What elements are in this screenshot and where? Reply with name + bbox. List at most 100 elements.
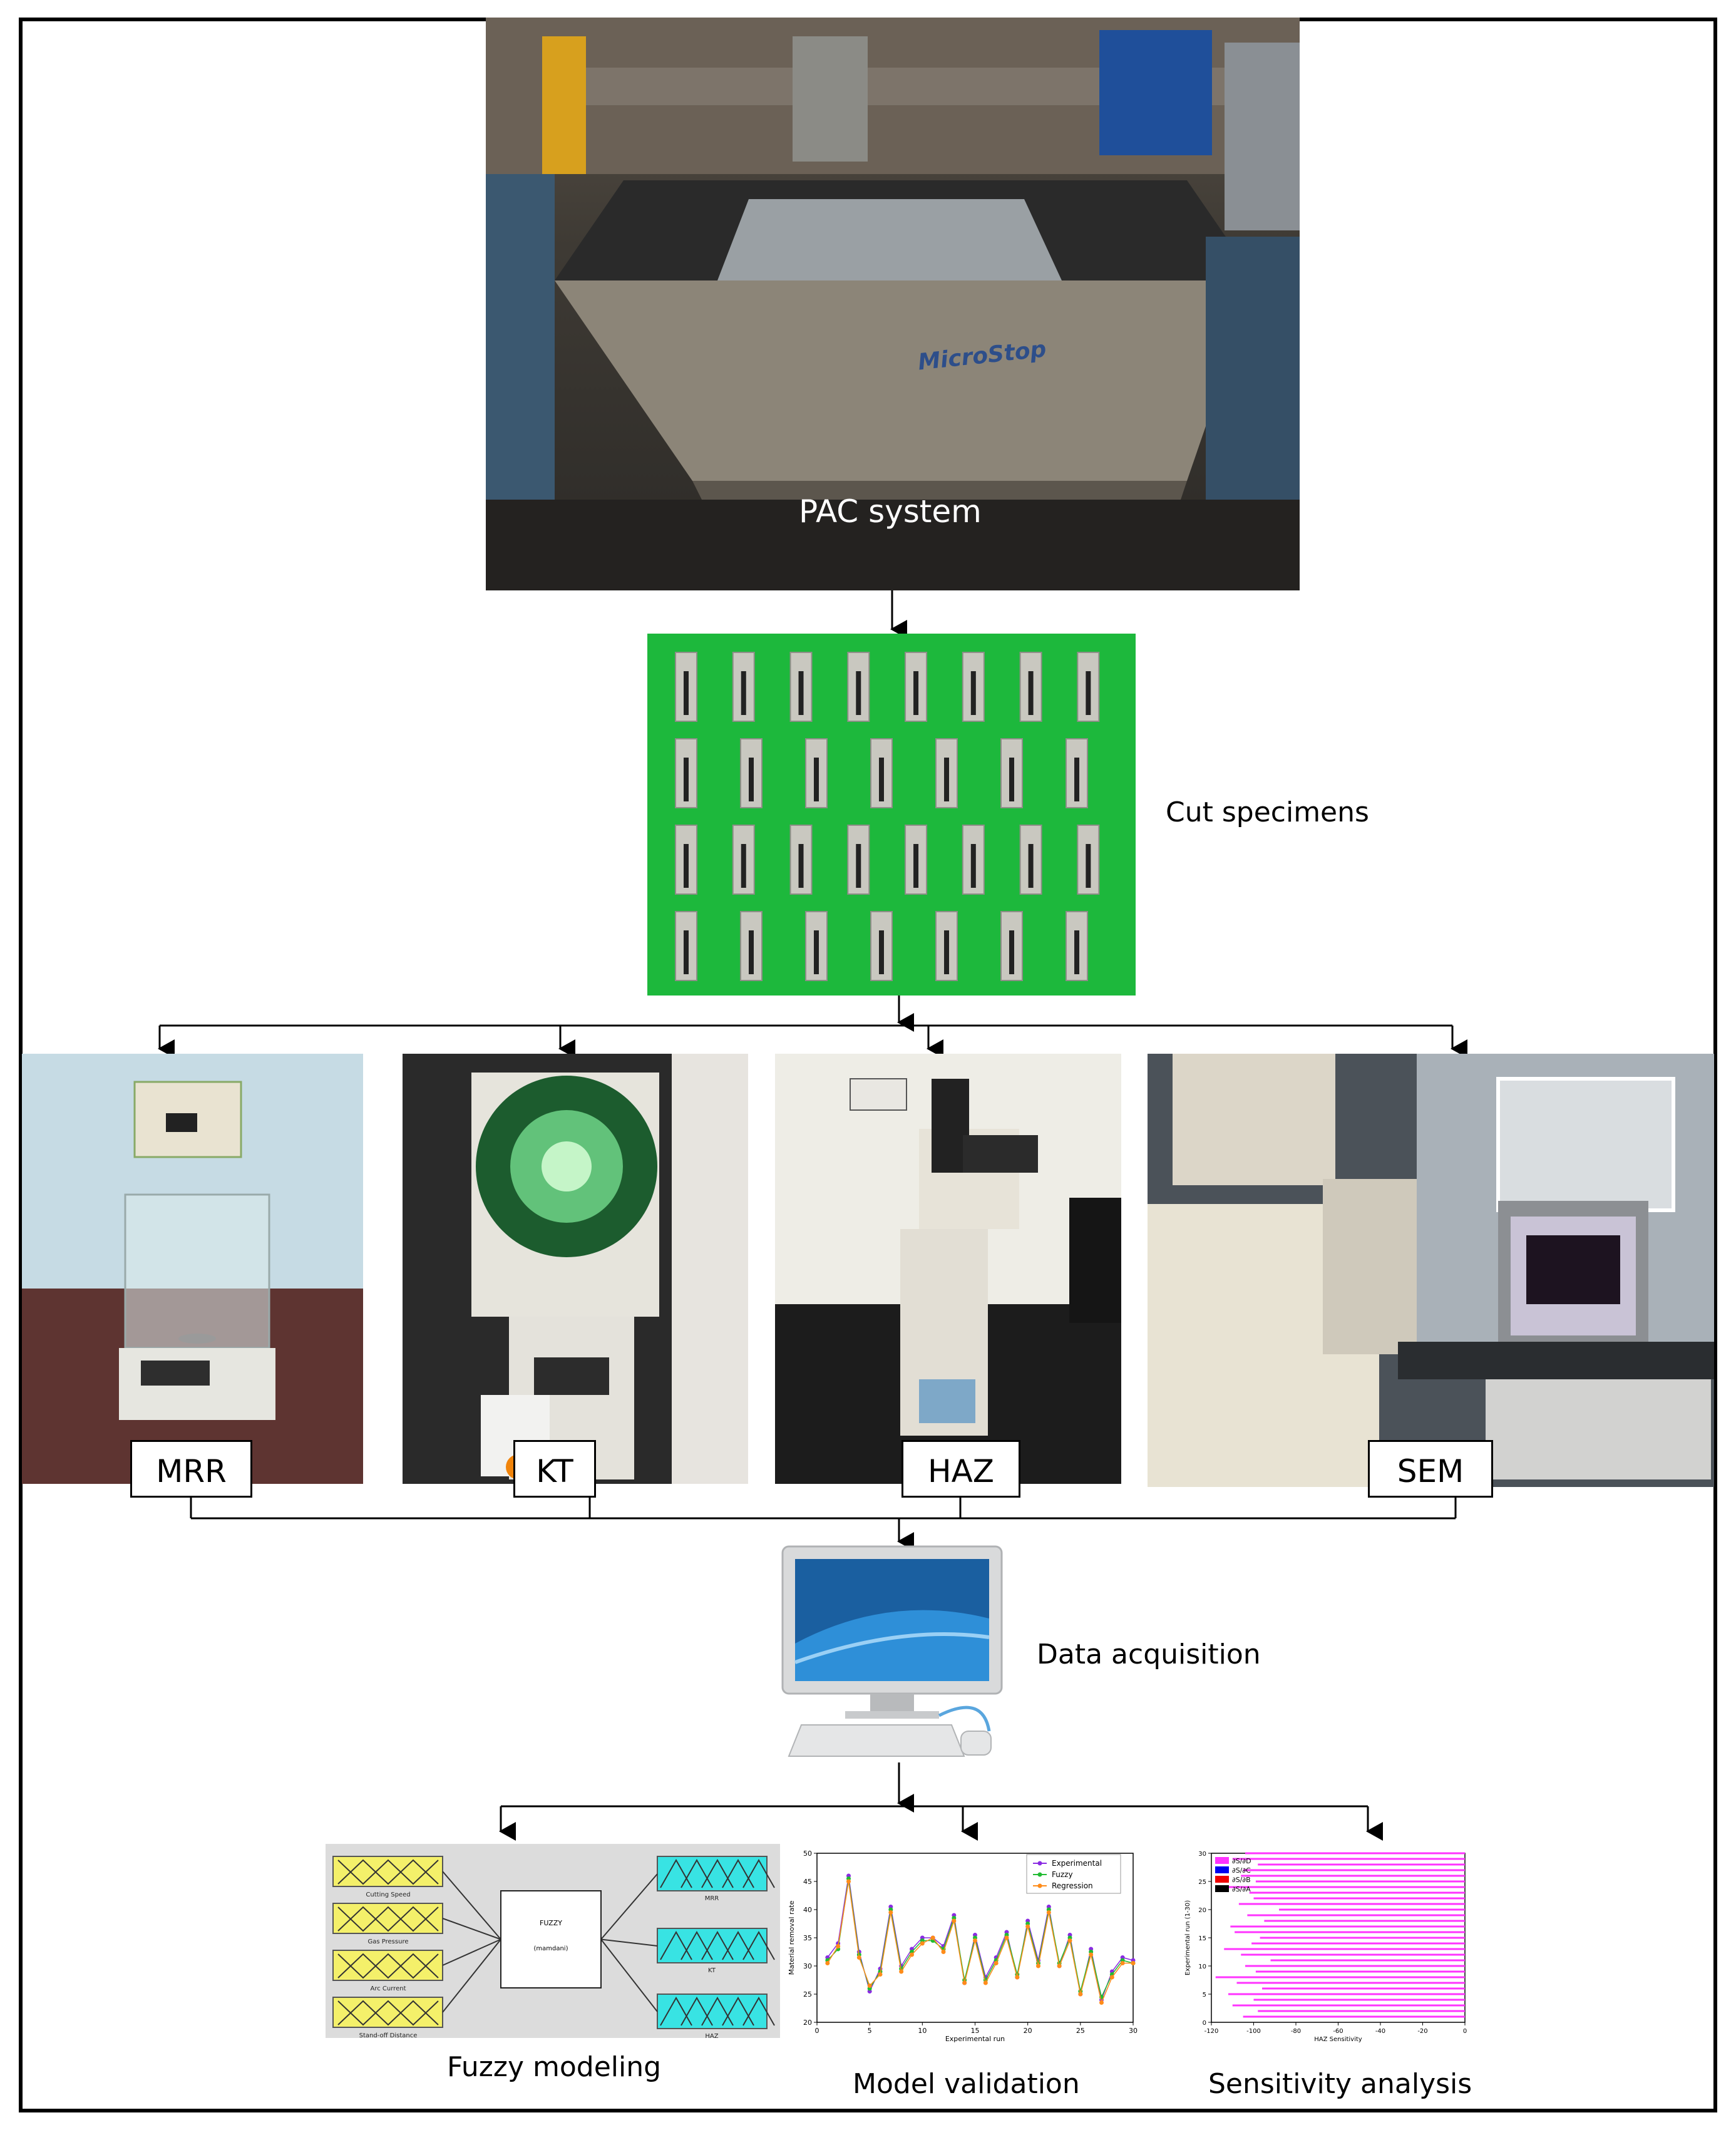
y-tick-label: 25 [803, 1990, 812, 1999]
fuzzy-input-block [332, 1903, 443, 1934]
x-tick-label: 25 [1076, 2027, 1085, 2035]
haz-label: HAZ [901, 1440, 1020, 1498]
y-tick-label: 40 [803, 1906, 812, 1914]
sensitivity-bar [1236, 1982, 1465, 1984]
sensitivity-bar [1232, 1858, 1465, 1860]
legend-swatch [1215, 1876, 1229, 1883]
sem-microscope-photo [1148, 1054, 1714, 1487]
specimen-plate [962, 825, 985, 895]
x-tick-label: 30 [1129, 2027, 1138, 2035]
fuzzy-input-label: Arc Current [371, 1985, 406, 1992]
fuzzy-output-block [657, 1856, 775, 1891]
specimen-plate [1000, 911, 1023, 981]
specimen-plate [870, 911, 893, 981]
y-axis-label: Experimental run (1-30) [1184, 1900, 1191, 1975]
fuzzy-input-block [332, 1950, 443, 1981]
x-tick-label: 15 [971, 2027, 980, 2035]
data-acquisition-label: Data acquisition [1037, 1639, 1261, 1670]
series-line [827, 1881, 1133, 2004]
specimen-plate [1000, 738, 1023, 808]
data-point [825, 1961, 830, 1965]
data-point [1089, 1952, 1094, 1957]
sensitivity-bar [1260, 1937, 1465, 1939]
y-tick-label: 25 [1198, 1879, 1206, 1886]
fuzzy-input-block [332, 1856, 443, 1887]
sensitivity-bar [1245, 1852, 1465, 1855]
y-axis-label: Material removal rate [788, 1900, 796, 1975]
legend-label: ∂S/∂C [1232, 1866, 1251, 1875]
fuzzy-engine-box [500, 1890, 602, 1989]
haz-microhardness-photo [775, 1054, 1121, 1484]
sensitivity-bar [1270, 1959, 1465, 1962]
data-point [899, 1969, 904, 1974]
data-point [920, 1941, 925, 1946]
data-point [952, 1918, 957, 1923]
y-tick-label: 20 [803, 2019, 812, 2027]
data-point [867, 1983, 872, 1988]
fuzzy-link [442, 1938, 501, 2013]
specimen-plate [732, 652, 755, 722]
pac-system-photo: MicroStop PAC system [486, 18, 1300, 590]
y-tick-label: 50 [803, 1850, 812, 1858]
legend-label: ∂S/∂D [1232, 1857, 1251, 1865]
specimen-plate [935, 738, 958, 808]
sensitivity-bar [1249, 1891, 1465, 1894]
data-point [1036, 1963, 1040, 1968]
sensitivity-bar [1232, 2004, 1465, 2007]
sensitivity-bar [1243, 2015, 1465, 2018]
series-line [827, 1878, 1134, 1999]
specimen-plate [675, 825, 697, 895]
x-tick-label: -100 [1246, 2028, 1261, 2035]
specimen-plate [847, 825, 870, 895]
data-point [888, 1910, 893, 1915]
fuzzy-input-label: Stand-off Distance [359, 2032, 418, 2038]
x-tick-label: -80 [1291, 2028, 1301, 2035]
computer-icon [776, 1543, 1014, 1762]
data-point [1120, 1961, 1125, 1965]
kt-label: KT [513, 1440, 596, 1498]
cut-specimens-photo [647, 634, 1136, 996]
x-tick-label: 5 [868, 2027, 872, 2035]
data-point [856, 1955, 861, 1960]
specimen-plate [675, 738, 697, 808]
sensitivity-bar [1262, 1987, 1465, 1990]
specimen-plate [740, 911, 763, 981]
x-tick-label: 10 [918, 2027, 927, 2035]
data-point [930, 1935, 935, 1940]
pac-system-label: PAC system [799, 493, 982, 530]
cut-specimens-label: Cut specimens [1166, 796, 1369, 828]
fuzzy-input-block [332, 1997, 443, 2028]
x-tick-label: 20 [1024, 2027, 1032, 2035]
fuzzy-link [600, 1873, 658, 1940]
specimen-plate [935, 911, 958, 981]
data-point [1015, 1975, 1020, 1980]
sensitivity-bar [1238, 1903, 1465, 1905]
fuzzy-input-label: Cutting Speed [366, 1891, 410, 1898]
sensitivity-bar [1243, 1869, 1465, 1871]
sensitivity-bar [1258, 2010, 1465, 2012]
sensitivity-bar [1228, 1993, 1465, 1995]
specimen-plate [675, 911, 697, 981]
x-tick-label: 0 [1463, 2028, 1467, 2035]
sensitivity-bar [1235, 1931, 1465, 1933]
y-tick-label: 5 [1203, 1992, 1206, 1999]
sensitivity-bar [1279, 1908, 1465, 1911]
fuzzy-engine-subtitle: (mamdani) [533, 1945, 568, 1952]
legend-marker [1037, 1883, 1042, 1888]
data-point [1057, 1963, 1062, 1968]
legend-swatch [1215, 1866, 1229, 1873]
sensitivity-analysis-label: Sensitivity analysis [1208, 2068, 1472, 2100]
x-tick-label: 0 [815, 2027, 819, 2035]
sensitivity-bar [1241, 1875, 1465, 1877]
data-point [1067, 1938, 1072, 1943]
sensitivity-bar [1215, 1976, 1465, 1978]
x-tick-label: -20 [1417, 2028, 1427, 2035]
fuzzy-output-block [657, 1994, 775, 2029]
y-tick-label: 35 [803, 1934, 812, 1942]
data-point [973, 1938, 977, 1943]
specimen-plate [962, 652, 985, 722]
legend-label: Experimental [1052, 1859, 1102, 1868]
